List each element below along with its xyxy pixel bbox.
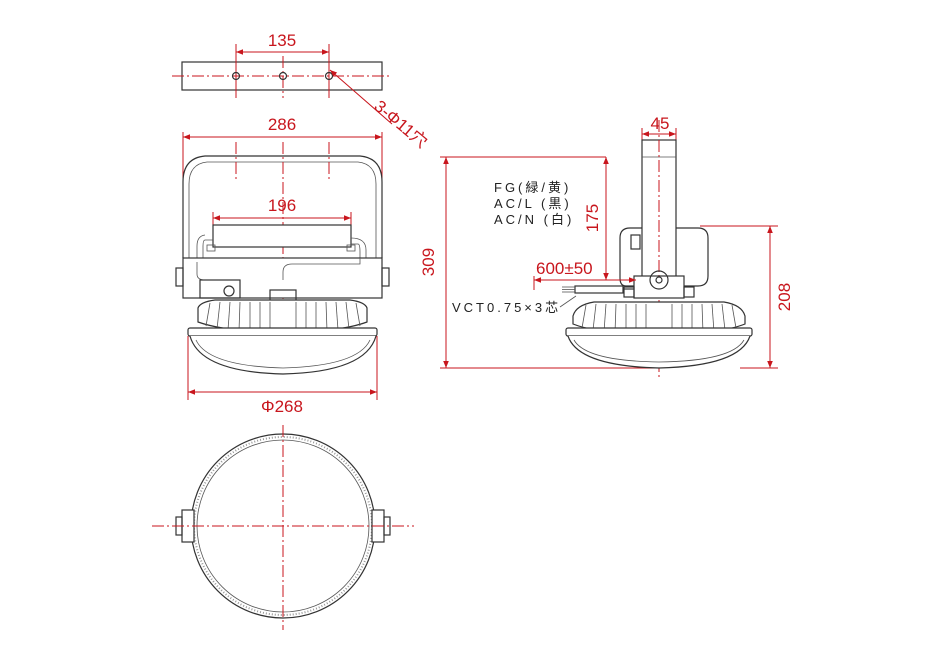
- hinge-block: [633, 275, 685, 299]
- heatsink: [197, 299, 368, 333]
- housing-pipe-right: [282, 258, 361, 280]
- bracket-arm-right: [676, 227, 709, 287]
- power-supply-box: [212, 224, 352, 248]
- cable-sheath: [574, 285, 624, 294]
- hole-leader-line: [329, 69, 393, 125]
- clip-left: [206, 244, 216, 252]
- dim-600-label: 600±50: [536, 259, 593, 278]
- dim-196-label: 196: [268, 196, 296, 215]
- note-cable: VCT0.75×3芯: [452, 300, 561, 315]
- nut-left: [623, 286, 635, 298]
- dim-175-label: 175: [583, 204, 602, 232]
- hinge-pivot: [649, 270, 669, 290]
- mount-hole-left: [231, 71, 241, 81]
- note-fg: FG(緑/黄): [494, 180, 571, 195]
- note-acl: AC/L (黒): [494, 196, 572, 211]
- dim-135-label: 135: [268, 31, 296, 50]
- side-knob-left: [175, 267, 184, 287]
- cable-leader: [559, 295, 577, 308]
- lens-dome: [189, 335, 377, 375]
- lens-rim: [187, 327, 378, 337]
- dim-309-label: 309: [419, 248, 438, 276]
- hole-spec-label: 3-Φ11穴: [370, 97, 431, 152]
- pipe-right: [350, 237, 367, 258]
- side-lens-dome: [567, 335, 751, 369]
- note-acn: AC/N (白): [494, 212, 574, 227]
- dim-286-label: 286: [268, 115, 296, 134]
- dim-208-label: 208: [775, 283, 794, 311]
- housing-body: [182, 257, 383, 299]
- nut-right: [683, 286, 695, 298]
- lens-dome-inner: [195, 339, 371, 369]
- u-bracket: [182, 155, 383, 258]
- side-view: 309 45 175 208: [419, 114, 794, 380]
- top-bracket-view: 135 3-Φ11穴: [172, 31, 431, 152]
- side-knob-right: [381, 267, 390, 287]
- hinge-bolt: [655, 276, 663, 284]
- mount-hole-mid: [278, 71, 288, 81]
- cable-gland: [223, 285, 235, 297]
- junction-box: [199, 279, 241, 299]
- pipe-left: [196, 234, 213, 258]
- clip-right: [346, 244, 356, 252]
- bottom-view: [152, 425, 414, 630]
- front-view: 286 196: [175, 115, 390, 416]
- dim-45-label: 45: [651, 114, 670, 133]
- side-lens-rim: [565, 327, 753, 337]
- side-lens-inner: [573, 339, 745, 363]
- dim-268-label: Φ268: [261, 397, 303, 416]
- bracket-lug: [630, 234, 641, 250]
- heatsink-fins: [205, 301, 361, 332]
